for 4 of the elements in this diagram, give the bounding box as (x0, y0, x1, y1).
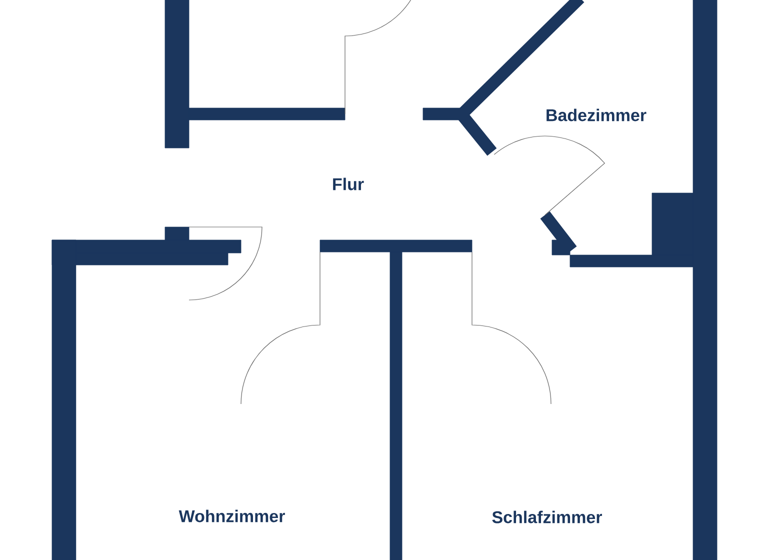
room-label: Schlafzimmer (492, 510, 602, 524)
room-label: Wohnzimmer (178, 510, 285, 522)
room-label: Flur (333, 178, 364, 190)
room-label: Badezimmer (546, 108, 646, 122)
